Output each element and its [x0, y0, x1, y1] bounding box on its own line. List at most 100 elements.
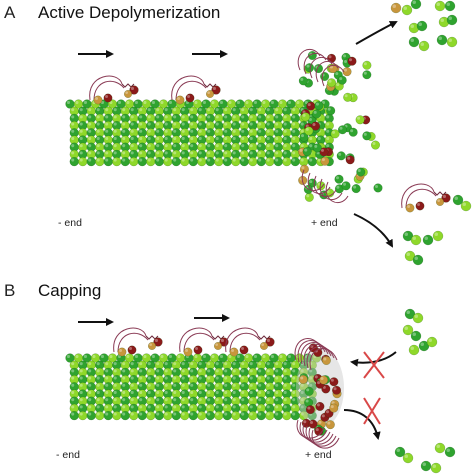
sphere-highlight — [258, 151, 262, 155]
sphere-highlight — [96, 129, 100, 133]
sphere-highlight — [194, 354, 198, 358]
sphere-highlight — [96, 390, 100, 394]
sphere-highlight — [139, 405, 143, 409]
sphere-highlight — [105, 136, 109, 141]
sphere-highlight — [147, 108, 151, 112]
sphere-highlight — [241, 151, 245, 155]
sphere-highlight — [287, 100, 291, 104]
tubulin-subunit — [103, 410, 113, 421]
sphere-highlight — [232, 151, 236, 155]
sphere-highlight — [349, 58, 353, 62]
sphere-highlight — [283, 144, 287, 148]
sphere-highlight — [181, 405, 185, 409]
sphere-highlight — [309, 376, 313, 380]
sphere-highlight — [262, 100, 266, 104]
sphere-highlight — [266, 405, 270, 409]
sphere-highlight — [309, 421, 313, 425]
kinesin-tail — [171, 75, 205, 101]
sphere-highlight — [92, 354, 96, 358]
sphere-highlight — [156, 144, 160, 148]
sphere-highlight — [315, 428, 319, 432]
sphere-highlight — [125, 91, 128, 94]
kinesin-tail — [405, 188, 437, 209]
sphere-highlight — [181, 158, 185, 162]
sphere-highlight — [71, 144, 75, 148]
free-tubulin-dimer — [390, 2, 402, 14]
free-tubulin-dimer — [432, 230, 444, 242]
sphere-highlight — [258, 405, 262, 409]
sphere-highlight — [79, 151, 83, 155]
sphere-highlight — [88, 108, 92, 112]
sphere-highlight — [100, 354, 104, 358]
sphere-highlight — [156, 405, 160, 409]
sphere-highlight — [198, 383, 202, 387]
sphere-highlight — [300, 390, 304, 394]
sphere-highlight — [71, 405, 75, 409]
sphere-highlight — [241, 390, 245, 394]
tubulin-subunit — [95, 156, 105, 167]
sphere-highlight — [232, 405, 236, 409]
sphere-highlight — [404, 232, 408, 236]
sphere-highlight — [404, 454, 408, 458]
sphere-highlight — [307, 406, 311, 410]
sphere-highlight — [79, 405, 83, 409]
flaring-subunit — [356, 167, 366, 177]
sphere-highlight — [412, 236, 416, 240]
sphere-highlight — [357, 116, 361, 120]
tubulin-subunit — [222, 156, 232, 167]
sphere-highlight — [436, 444, 440, 448]
sphere-highlight — [96, 412, 100, 416]
sphere-highlight — [147, 362, 151, 366]
sphere-highlight — [249, 405, 253, 409]
sphere-highlight — [185, 349, 188, 352]
free-tubulin-dimer — [402, 324, 414, 336]
kinesin-head — [103, 93, 113, 103]
sphere-highlight — [224, 369, 228, 373]
tubulin-subunit — [129, 410, 139, 421]
sphere-highlight — [113, 376, 117, 380]
sphere-highlight — [173, 376, 177, 380]
sphere-highlight — [96, 122, 100, 126]
sphere-highlight — [130, 129, 134, 133]
sphere-highlight — [105, 158, 109, 162]
sphere-highlight — [139, 151, 143, 155]
sphere-highlight — [139, 158, 143, 162]
sphere-highlight — [410, 346, 414, 350]
tubulin-subunit — [163, 410, 173, 421]
sphere-highlight — [122, 158, 126, 162]
sphere-highlight — [306, 388, 310, 392]
flaring-subunit — [299, 164, 309, 174]
sphere-highlight — [249, 398, 253, 402]
block-x-mark — [363, 397, 381, 425]
tubulin-subunit — [78, 156, 88, 167]
blocked-arrow — [350, 351, 397, 367]
panel-b-diagram — [65, 308, 456, 474]
sphere-highlight — [113, 129, 117, 133]
sphere-highlight — [164, 405, 168, 409]
sphere-highlight — [207, 362, 211, 366]
sphere-highlight — [305, 127, 309, 131]
sphere-highlight — [326, 122, 330, 126]
sphere-highlight — [249, 383, 253, 387]
sphere-highlight — [275, 390, 279, 394]
sphere-highlight — [224, 405, 228, 409]
sphere-highlight — [207, 108, 211, 112]
sphere-highlight — [266, 108, 270, 112]
capping-kinesin — [321, 355, 331, 366]
sphere-highlight — [147, 405, 151, 409]
sphere-highlight — [147, 390, 151, 394]
sphere-highlight — [215, 158, 219, 162]
panel-a-diagram — [65, 0, 472, 266]
sphere-highlight — [105, 412, 109, 416]
tubulin-subunit — [112, 156, 122, 167]
sphere-highlight — [215, 151, 219, 155]
kinesin-tail — [325, 181, 349, 203]
capping-kinesin — [308, 419, 318, 429]
sphere-highlight — [122, 136, 126, 141]
sphere-highlight — [410, 38, 414, 42]
sphere-highlight — [198, 108, 202, 112]
sphere-highlight — [283, 383, 287, 387]
sphere-highlight — [139, 412, 143, 416]
free-tubulin-dimer — [416, 20, 428, 32]
sphere-highlight — [88, 136, 92, 141]
